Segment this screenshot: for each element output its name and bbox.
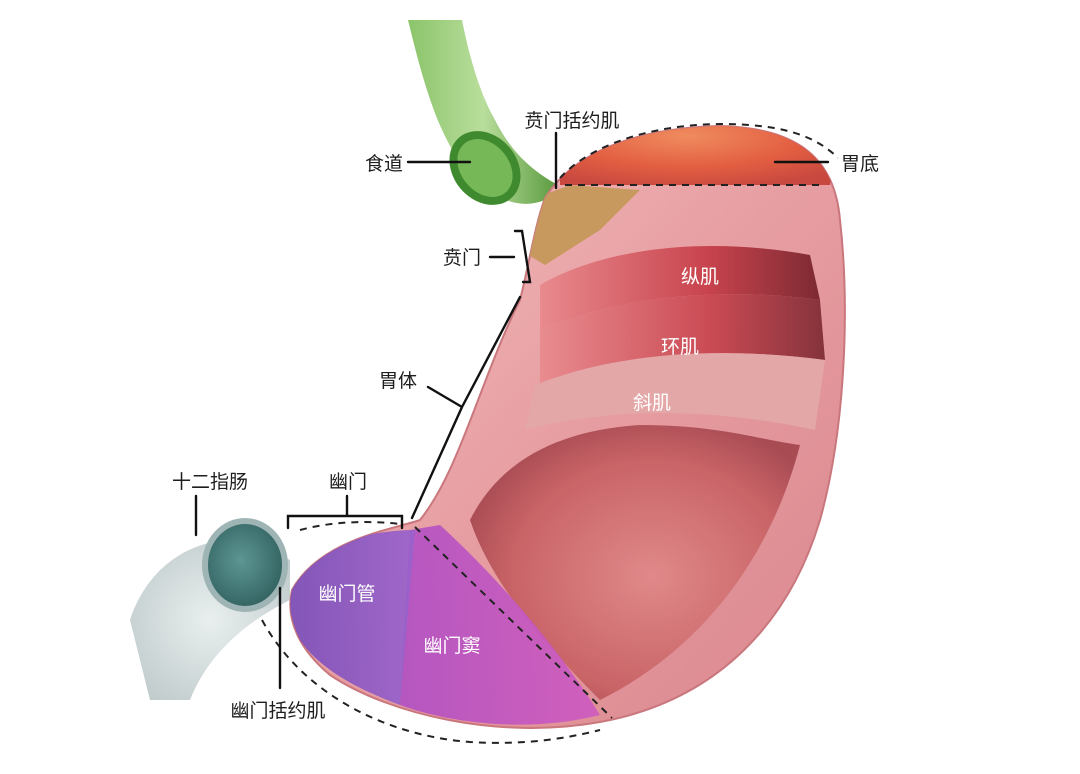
- label-pyloric-sphincter: 幽门括约肌: [230, 700, 325, 722]
- fundus-dashed-outline: [559, 122, 839, 179]
- stomach: [289, 124, 846, 729]
- greater-curvature-dashed-outline: [261, 619, 601, 744]
- cardia-bracket: [488, 229, 532, 284]
- label-esophagus: 食道: [365, 153, 403, 175]
- label-cardia: 贲门: [443, 247, 481, 269]
- label-pylorus: 幽门: [329, 471, 367, 493]
- label-duodenum: 十二指肠: [172, 471, 248, 493]
- label-longitudinal-muscle: 纵肌: [681, 266, 719, 288]
- pylorus-bracket: [286, 494, 404, 530]
- duodenum: [130, 518, 290, 700]
- body-leader: [410, 295, 522, 520]
- label-fundus: 胃底: [841, 153, 879, 175]
- label-body: 胃体: [379, 370, 417, 392]
- antrum-dashed-divider: [414, 526, 613, 719]
- esophagus: [408, 20, 558, 205]
- label-oblique-muscle: 斜肌: [633, 392, 671, 414]
- pylorus-dashed-outline: [299, 521, 401, 531]
- label-pyloric-canal: 幽门管: [318, 583, 375, 605]
- label-circular-muscle: 环肌: [661, 336, 699, 358]
- label-cardiac-sphincter: 贲门括约肌: [524, 110, 619, 132]
- label-pyloric-antrum: 幽门窦: [423, 635, 480, 657]
